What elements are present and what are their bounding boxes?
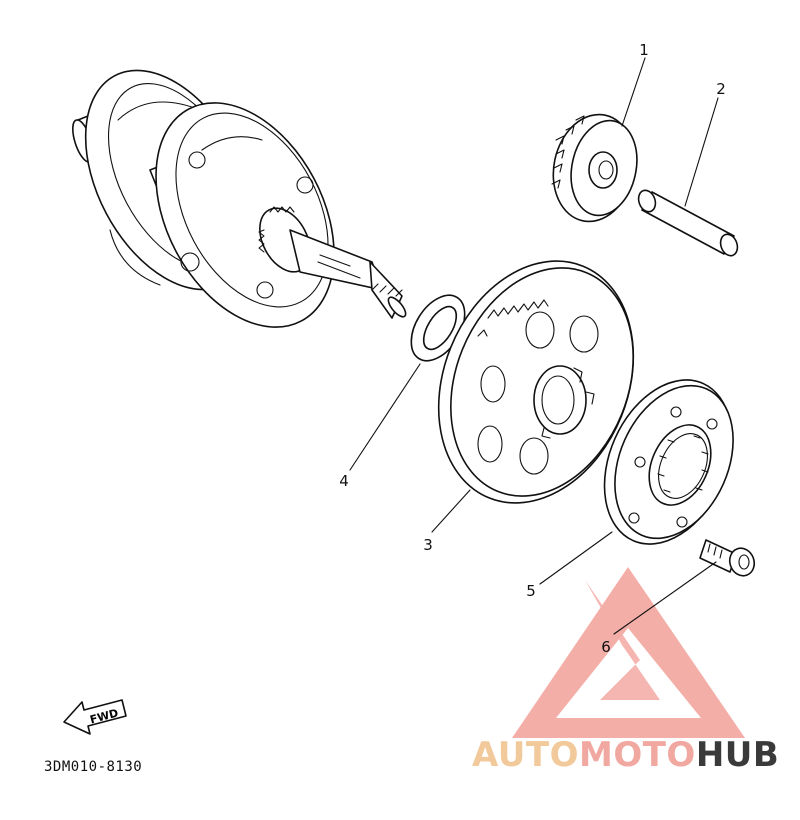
- brand-auto: AUTO: [472, 735, 579, 775]
- fwd-arrow-icon: FWD: [63, 699, 127, 735]
- idler-gear: [551, 113, 638, 223]
- leader-lines: [349, 57, 719, 635]
- watermark-logo-icon: [512, 567, 745, 738]
- brand-hub: HUB: [695, 735, 780, 775]
- callout-4: 4: [339, 472, 349, 490]
- callout-5: 5: [526, 582, 536, 600]
- callout-6: 6: [601, 638, 611, 656]
- bolt: [699, 539, 756, 577]
- callout-3: 3: [423, 536, 433, 554]
- watermark-brand: AUTOMOTOHUB: [472, 735, 779, 775]
- callout-2: 2: [716, 80, 726, 98]
- callout-1: 1: [639, 41, 649, 59]
- gear-shaft: [637, 189, 739, 257]
- crankshaft: [71, 69, 407, 328]
- brand-moto: MOTO: [578, 735, 696, 775]
- starter-clutch: [603, 379, 734, 545]
- starter-wheel-gear: [437, 260, 635, 504]
- part-code: 3DM010-8130: [44, 759, 143, 775]
